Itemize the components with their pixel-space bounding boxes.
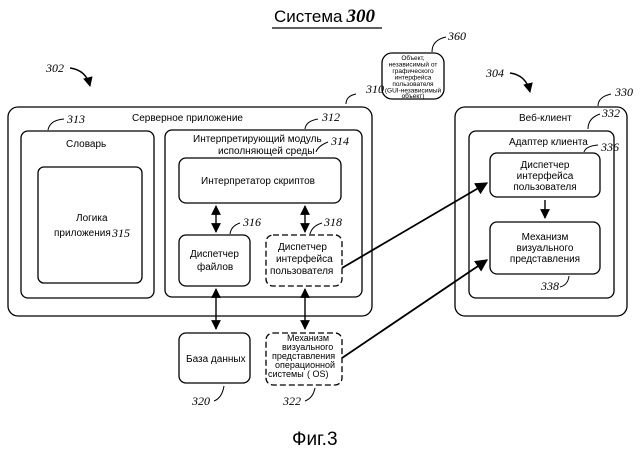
ref-360: 360 [447,29,466,43]
ref-313: 313 [66,112,85,126]
ref-313-leader [48,119,64,130]
system-title: Система300 [274,6,375,27]
file-manager-label-2: файлов [197,261,233,273]
client-ui-manager-label-3: пользователя [513,182,576,193]
application-logic-label-1: Логика [76,213,108,224]
interpreting-module-label-2: исполняющей среды [218,146,315,157]
ref-310-leader [346,94,356,104]
ref-330: 330 [614,85,633,99]
ref-322: 322 [282,394,301,408]
ref-338: 338 [540,279,559,293]
system-pointer-arrow [70,68,90,86]
client-ui-manager-label-2: интерфейса [517,170,574,182]
ui-manager-label-3: пользователя [270,266,333,277]
ref-304: 304 [485,66,504,80]
ref-320-leader [214,386,224,401]
os-render-label-6: ( OS) [307,369,329,379]
ref-332-leader [588,114,600,129]
ref-322-leader [305,388,315,401]
client-pointer-arrow [510,73,530,92]
ref-360-leader [432,37,446,52]
application-logic-box [38,167,142,283]
ref-312: 312 [321,110,340,124]
ref-320: 320 [191,394,210,408]
client-render-label-2: визуального [517,243,574,254]
web-client-label: Веб-клиент [519,112,572,124]
server-application-label: Серверное приложение [132,113,243,124]
arrow-ui-manager-to-client-ui-manager [342,183,487,268]
figure-caption: Фиг.3 [292,429,338,449]
script-interpreter-label: Интерпретатор скриптов [201,176,315,187]
os-render-label-5: системы [268,369,304,379]
client-ui-manager-label-1: Диспетчер [521,160,570,171]
ref-312-leader [305,119,318,129]
ref-332: 332 [601,106,620,120]
client-adapter-label: Адаптер клиента [509,137,588,148]
ref-318-leader [310,223,322,234]
arrow-os-render-to-client-render [342,260,487,358]
interpreting-module-label-1: Интерпретирующий модуль [193,134,322,145]
file-manager-label-1: Диспетчер [190,249,239,260]
client-render-label-1: Механизм [522,232,569,243]
ref-336: 336 [600,140,619,154]
ref-314: 314 [330,134,349,148]
ref-316-leader [230,223,240,234]
ref-318: 318 [323,215,342,229]
ui-manager-label-1: Диспетчер [278,242,327,253]
ref-316: 316 [242,215,261,229]
client-render-label-3: представления [510,254,580,265]
ui-manager-label-2: интерфейса [276,253,333,265]
ref-310: 310 [365,82,384,96]
application-logic-label-2: приложения [54,228,111,239]
file-manager-box [179,235,250,286]
ref-338-leader [560,276,569,287]
ref-302: 302 [45,61,64,75]
ref-330-leader [598,94,611,106]
ref-315: 315 [111,226,130,240]
gui-object-label-7: объект) [402,92,425,100]
dictionary-label: Словарь [66,139,106,150]
database-label: База данных [186,354,246,365]
